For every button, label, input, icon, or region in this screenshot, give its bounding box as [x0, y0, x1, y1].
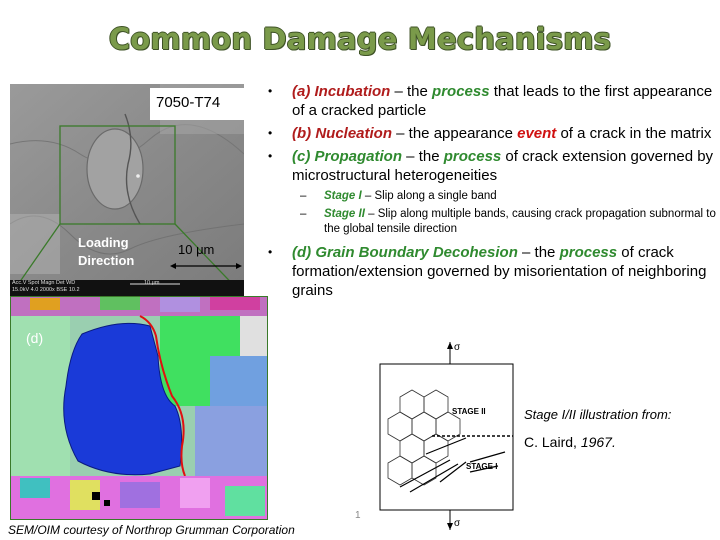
- loading-label-line2: Direction: [78, 253, 135, 268]
- bullet-text: of crack extension governed by microstru…: [292, 148, 714, 184]
- subbullet-label: Stage II: [324, 208, 365, 220]
- subbullet-stage-ii: – Stage II – Slip along multiple bands, …: [268, 207, 720, 237]
- subbullet-text: – Slip along multiple bands, causing cra…: [324, 208, 716, 235]
- bullet-label: (d) Grain Boundary Decohesion: [292, 244, 518, 261]
- dash-icon: –: [300, 208, 307, 220]
- bullet-text: – the: [402, 148, 444, 165]
- bullet-text: of crack formation/extension governed by…: [292, 244, 707, 299]
- bullet-incubation: • (a) Incubation – the process that lead…: [268, 82, 720, 120]
- slide-title: Common Damage Mechanisms: [108, 22, 612, 56]
- bullet-dot-icon: •: [268, 84, 273, 98]
- bullet-list: • (a) Incubation – the process that lead…: [268, 82, 720, 304]
- credit-year: 1967.: [580, 434, 616, 450]
- bullet-dot-icon: •: [268, 149, 273, 163]
- page-number: 1: [355, 510, 361, 521]
- sem-databar-scale: 10 μm: [144, 280, 160, 286]
- bullet-grain-boundary: • (d) Grain Boundary Decohesion – the pr…: [268, 243, 720, 300]
- sigma-top-label: σ: [454, 342, 461, 353]
- stage2-label: STAGE II: [452, 407, 486, 416]
- bullet-label: (a) Incubation: [292, 83, 391, 100]
- bullet-dot-icon: •: [268, 126, 273, 140]
- bullet-keyword: process: [559, 244, 618, 261]
- subbullet-stage-i: – Stage I – Slip along a single band: [268, 189, 720, 204]
- bullet-label: (c) Propagation: [292, 148, 403, 165]
- sem-databar-bottom: 15.0kV 4.0 2000x BSE 10.2: [12, 287, 80, 293]
- credit-author: C. Laird,: [524, 434, 581, 450]
- bullet-propagation: • (c) Propagation – the process of crack…: [268, 147, 720, 185]
- loading-label-line1: Loading: [78, 235, 129, 250]
- bullet-keyword: process: [432, 83, 490, 100]
- sem-databar-top: Acc.V Spot Magn Det WD: [12, 280, 76, 286]
- bullet-label: (b) Nucleation: [292, 125, 392, 142]
- crack-stage-diagram: σ σ STAGE II STAGE I: [370, 342, 518, 530]
- scale-label: 10 μm: [178, 242, 215, 257]
- bullet-nucleation: • (b) Nucleation – the appearance event …: [268, 124, 720, 143]
- illustration-credit: C. Laird, 1967.: [524, 434, 616, 450]
- loading-direction-label: Loading Direction: [78, 234, 134, 270]
- subbullet-text: – Slip along a single band: [361, 190, 497, 202]
- bullet-keyword: event: [517, 125, 557, 142]
- bullet-keyword: process: [443, 148, 502, 165]
- subbullet-label: Stage I: [324, 190, 362, 202]
- bullet-dot-icon: •: [268, 245, 273, 259]
- oim-panel-label: (d): [26, 330, 44, 346]
- bullet-text: – the appearance: [392, 125, 518, 142]
- oim-map: (d): [10, 296, 268, 520]
- illustration-source-title: Stage I/II illustration from:: [524, 407, 672, 422]
- sigma-bottom-label: σ: [454, 518, 461, 529]
- sem-micrograph: 7050-T74 Loading Direction 10 μm Acc.V S…: [10, 84, 244, 296]
- alloy-label: 7050-T74: [156, 94, 221, 111]
- stage1-label: STAGE I: [466, 462, 498, 471]
- bullet-text: – the: [390, 83, 433, 100]
- bullet-text: – the: [517, 244, 560, 261]
- bullet-text: of a crack in the matrix: [556, 125, 712, 142]
- image-credit: SEM/OIM courtesy of Northrop Grumman Cor…: [8, 523, 295, 537]
- bullet-text: that leads to the first appearance of a …: [292, 83, 713, 119]
- dash-icon: –: [300, 190, 307, 202]
